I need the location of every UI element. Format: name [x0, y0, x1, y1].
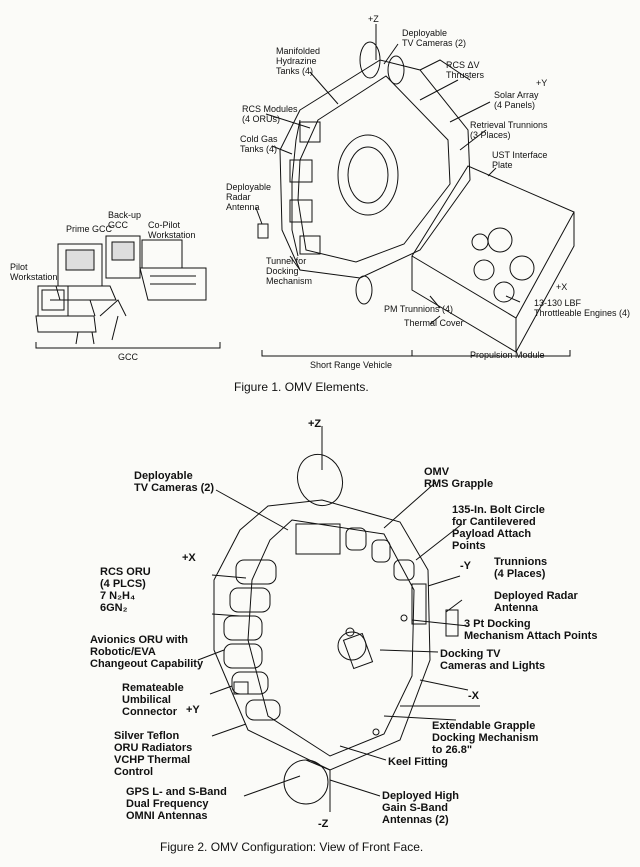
- fig1-label-rcs-thrusters: RCS ΔV Thrusters: [446, 60, 485, 80]
- fig1-label-pm: Propulsion Module: [470, 350, 545, 360]
- fig2-label-umbilical: Remateable Umbilical Connector: [122, 682, 184, 718]
- fig1-label-cold-gas: Cold Gas Tanks (4): [240, 134, 278, 154]
- fig2-label-gps: GPS L- and S-Band Dual Frequency OMNI An…: [126, 786, 227, 822]
- fig1-label-copilot: Co-Pilot Workstation: [148, 220, 196, 240]
- fig1-label-backup: Back-up GCC: [108, 210, 142, 230]
- figure1-diagram: [35, 24, 575, 357]
- fig2-label-docking-tv: Docking TV Cameras and Lights: [440, 648, 546, 672]
- fig2-label-mx: -X: [468, 690, 479, 702]
- gcc-workstations: [35, 235, 207, 345]
- fig1-label-rcs-modules: RCS Modules (4 ORUs): [242, 104, 298, 124]
- fig1-label-ust: UST Interface Plate: [492, 150, 548, 170]
- fig1-label-pm-trunnions: PM Trunnions (4): [384, 304, 454, 314]
- fig2-label-tv-cameras: Deployable TV Cameras (2): [134, 470, 215, 494]
- fig1-label-thermal: Thermal Cover: [404, 318, 464, 328]
- fig2-label-silver: Silver Teflon ORU Radiators VCHP Thermal…: [114, 730, 193, 778]
- fig2-label-docking-pts: 3 Pt Docking Mechanism Attach Points: [464, 618, 598, 642]
- short-range-vehicle: [257, 24, 471, 305]
- fig1-label-engines: 13-130 LBF Throttleable Engines (4): [534, 298, 631, 318]
- fig1-label-tv-cameras: Deployable TV Cameras (2): [402, 28, 467, 48]
- propulsion-module: [411, 165, 575, 353]
- fig2-label-px: +X: [182, 552, 196, 564]
- fig1-label-prime: Prime GCC: [66, 224, 113, 234]
- fig1-label-gcc: GCC: [118, 352, 138, 362]
- figure1-caption: Figure 1. OMV Elements.: [234, 380, 369, 394]
- fig2-label-high-gain: Deployed High Gain S-Band Antennas (2): [382, 790, 460, 826]
- fig1-label-pz: +Z: [368, 14, 379, 24]
- fig2-label-my: -Y: [460, 560, 471, 572]
- fig2-label-py: +Y: [186, 704, 200, 716]
- fig1-label-srv: Short Range Vehicle: [310, 360, 393, 370]
- fig1-label-retrieval: Retrieval Trunnions (3 Places): [470, 120, 548, 140]
- fig1-label-manifolded: Manifolded Hydrazine Tanks (4): [276, 46, 321, 76]
- fig1-label-py: +Y: [536, 78, 548, 88]
- fig2-label-bolt-circle: 135-In. Bolt Circle for Cantilevered Pay…: [452, 504, 545, 552]
- fig2-label-mz: -Z: [318, 818, 329, 830]
- fig2-label-avionics: Avionics ORU with Robotic/EVA Changeout …: [90, 634, 204, 670]
- omv-body: [213, 499, 459, 812]
- fig2-label-rcs-oru: RCS ORU (4 PLCS) 7 N₂H₄ 6GN₂: [100, 566, 151, 614]
- fig2-label-pz: +Z: [308, 418, 322, 430]
- fig1-label-tunnel: Tunnel for Docking Mechanism: [266, 256, 313, 286]
- fig1-label-px: +X: [556, 282, 568, 292]
- fig2-label-extendable: Extendable Grapple Docking Mechanism to …: [432, 720, 539, 756]
- figure2-caption: Figure 2. OMV Configuration: View of Fro…: [160, 840, 424, 854]
- fig2-label-keel: Keel Fitting: [388, 756, 448, 768]
- fig2-label-trunnions: Trunnions (4 Places): [494, 556, 548, 580]
- fig1-label-pilot: Pilot Workstation: [10, 262, 58, 282]
- fig2-label-omv-grapple: OMV RMS Grapple: [424, 466, 494, 490]
- fig1-label-solar: Solar Array (4 Panels): [494, 90, 539, 110]
- fig1-label-radar: Deployable Radar Antenna: [226, 182, 272, 212]
- fig2-label-deployed-radar: Deployed Radar Antenna: [494, 590, 578, 614]
